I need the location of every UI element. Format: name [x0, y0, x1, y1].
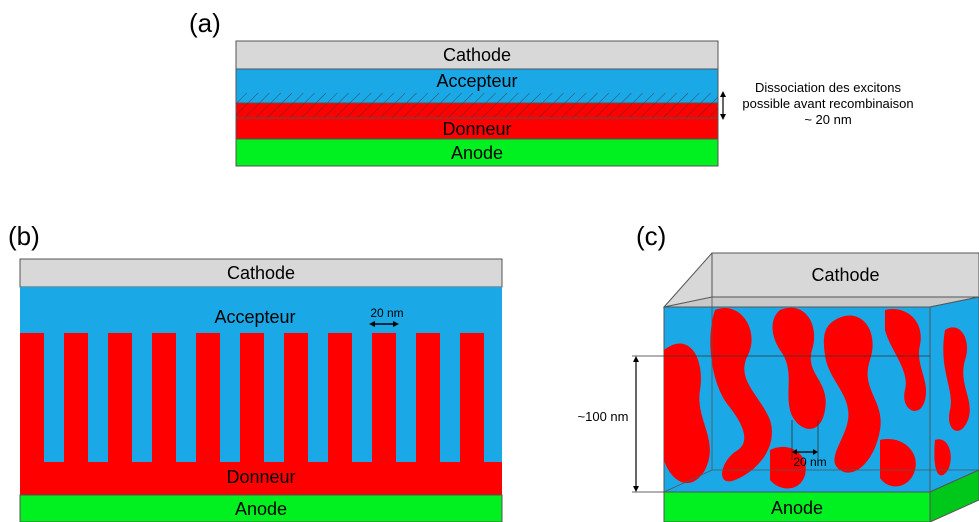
- panel-b-acceptor-label: Accepteur: [214, 307, 296, 327]
- panel-a-anode-layer: [235, 138, 719, 167]
- panel-a-note-line1: Dissociation des excitons: [755, 80, 901, 95]
- panel-b-donor-finger-1: [20, 333, 44, 463]
- panel-b-donor-finger-3: [108, 333, 132, 463]
- panel-c-domain-arrowhead-right: [813, 449, 818, 455]
- panel-b-donor-finger-4: [152, 333, 176, 463]
- panel-c-anode-front: [663, 491, 931, 522]
- panel-a-arrowhead-up: [720, 91, 726, 97]
- panel-b-donor-finger-7: [284, 333, 308, 463]
- panel-a-note-line3: ~ 20 nm: [804, 112, 852, 127]
- panel-c-domain-arrowhead-left: [792, 449, 797, 455]
- panel-b-donor-label: Donneur: [226, 467, 296, 487]
- panel-b-arrowhead-left: [369, 321, 375, 327]
- panel-c-anode-label: Anode: [770, 498, 824, 518]
- panel-c-anode-side: [929, 469, 979, 522]
- panel-a-cathode-label: Cathode: [442, 45, 512, 65]
- panel-b-donor-finger-5: [196, 333, 220, 463]
- panel-c-side-domain-2: [934, 439, 951, 476]
- panel-c-donor-network: [664, 307, 927, 489]
- panel-a-note: Dissociation des excitons possible avant…: [728, 80, 928, 128]
- panel-a-note-line2: possible avant recombinaison: [742, 96, 914, 111]
- panel-c-domain-6: [770, 446, 806, 489]
- panel-c-domain-4: [823, 315, 881, 473]
- panel-c-dim-arrowhead-down: [633, 486, 639, 492]
- panel-c-domain-label: 20 nm: [793, 455, 827, 469]
- panel-c-cathode-bevel: [663, 296, 979, 308]
- panel-b-anode-layer: [19, 494, 503, 522]
- panel-a-interface-hatch-bottom: [236, 103, 718, 118]
- panel-b-arrowhead-right: [393, 321, 399, 327]
- panel-b-donor-finger-11: [460, 333, 484, 463]
- panel-c-side-domain-1: [943, 327, 970, 431]
- panel-c-domain-5: [885, 309, 927, 411]
- panel-b-spacing-label: 20 nm: [370, 306, 404, 320]
- panel-b-cathode-label: Cathode: [226, 263, 296, 283]
- panel-a-arrowhead-down: [720, 114, 726, 120]
- panel-c-domain-2: [710, 308, 772, 482]
- panel-c-domain-7: [880, 439, 916, 487]
- panel-a-acceptor-label: Accepteur: [436, 71, 518, 91]
- panel-c-letter: (c): [636, 221, 667, 251]
- panel-b-anode-label: Anode: [234, 499, 288, 519]
- panel-b-donor-base: [20, 462, 502, 495]
- panel-b-donor-finger-6: [240, 333, 264, 463]
- panel-a-anode-label: Anode: [450, 143, 504, 163]
- panel-a-cathode-layer: [235, 40, 719, 70]
- panel-c-dim-arrowhead-up: [633, 356, 639, 362]
- panel-b-donor-finger-9: [372, 333, 396, 463]
- panel-a-donor-label: Donneur: [442, 119, 512, 139]
- panel-c-domain-1: [664, 343, 710, 484]
- panel-b-donor-finger-10: [416, 333, 440, 463]
- panel-b-donor-finger-2: [64, 333, 88, 463]
- panel-a-letter: (a): [189, 8, 221, 38]
- panel-c-thickness-label: ~100 nm: [577, 409, 629, 424]
- panel-b-donor-fingers: [20, 333, 484, 463]
- panel-b-letter: (b): [8, 221, 40, 251]
- panel-c-back-diagonal: [663, 469, 713, 493]
- panel-c-cathode-label: Cathode: [811, 265, 880, 285]
- panel-c-domain-3: [772, 307, 826, 429]
- panel-a-interface-hatch-top: [236, 93, 718, 103]
- panel-b-donor-finger-8: [328, 333, 352, 463]
